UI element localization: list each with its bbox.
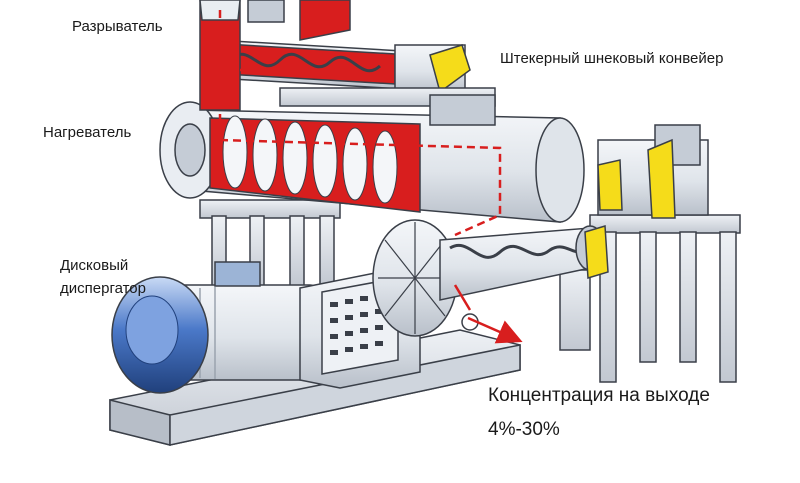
label-output-concentration-range: 4%-30% (488, 419, 560, 440)
label-disc-disperser-line1: Дисковый (60, 257, 129, 274)
middle-support-frame (199, 199, 341, 287)
label-plug-screw-conveyor: Штекерный шнековый конвейер (500, 50, 724, 67)
electric-motor (111, 261, 321, 394)
rear-support-frame (559, 214, 741, 383)
output-flow-arrow (467, 316, 523, 344)
label-disc-disperser-line2: диспергатор (60, 280, 146, 297)
disc-disperser-unit (372, 219, 609, 337)
material-flow-path (218, 10, 502, 311)
label-output-concentration: Концентрация на выходе (488, 385, 710, 406)
label-breaker: Разрыватель (72, 18, 163, 35)
heater-drive-box (597, 124, 709, 219)
plug-screw-conveyor (214, 39, 496, 126)
label-heater: Нагреватель (43, 124, 132, 141)
